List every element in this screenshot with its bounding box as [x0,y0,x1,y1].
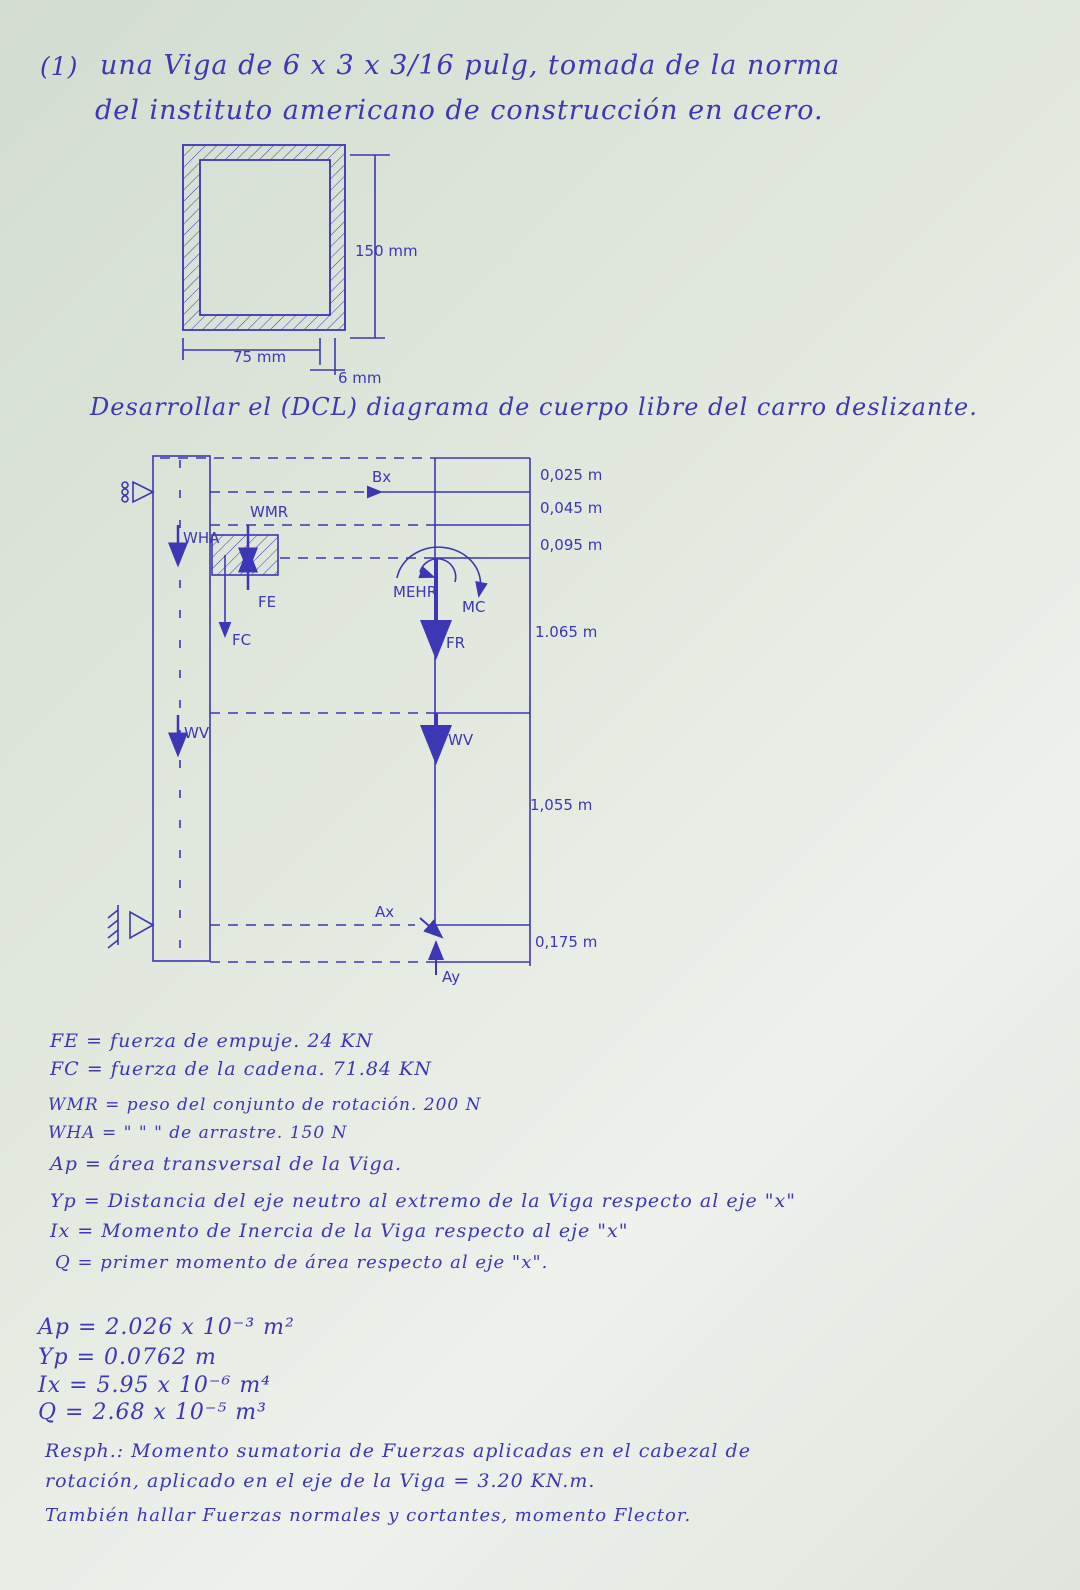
label-wv-right: WV [448,731,474,749]
legend-line: FC = fuerza de la cadena. 71.84 KN [50,1058,432,1080]
section-width-label: 75 mm [233,348,286,366]
section-thickness-label: 6 mm [338,369,382,387]
result-q: Q = 2.68 x 10⁻⁵ m³ [38,1400,267,1425]
problem-number-value: 1 [50,52,68,81]
free-body-diagram [107,455,531,975]
label-mehr: MEHR [393,583,437,601]
dim-4: 1.065 m [535,623,597,641]
label-ay: Ay [442,968,460,986]
label-wv-left: WV [184,724,210,742]
label-fr: FR [446,634,465,652]
dim-5: 1,055 m [530,796,592,814]
dim-2: 0,045 m [540,499,602,517]
answer-line: Resph.: Momento sumatoria de Fuerzas apl… [45,1440,751,1462]
header-line-2: del instituto americano de construcción … [95,95,824,126]
dim-6: 0,175 m [535,933,597,951]
legend-line: WHA = " " " de arrastre. 150 N [48,1123,348,1143]
dim-3: 0,095 m [540,536,602,554]
result-ix: Ix = 5.95 x 10⁻⁶ m⁴ [38,1373,271,1398]
legend-line: FE = fuerza de empuje. 24 KN [50,1030,374,1052]
legend-line: Ap = área transversal de la Viga. [50,1153,403,1175]
legend-line: Q = primer momento de área respecto al e… [55,1252,549,1273]
drawing: 150 mm 75 mm 6 mm [107,144,602,986]
legend-line: WMR = peso del conjunto de rotación. 200… [48,1095,482,1115]
result-ap: Ap = 2.026 x 10⁻³ m² [38,1315,295,1340]
answer-line: También hallar Fuerzas normales y cortan… [45,1505,692,1526]
label-fc: FC [232,631,251,649]
label-wmr: WMR [250,503,288,521]
label-wha: WHA [183,529,220,547]
legend-line: Yp = Distancia del eje neutro al extremo… [50,1190,796,1212]
legend-line: Ix = Momento de Inercia de la Viga respe… [50,1220,629,1242]
label-ax: Ax [375,903,394,921]
label-fe: FE [258,593,276,611]
dim-1: 0,025 m [540,466,602,484]
problem-number: (1) [40,52,79,81]
result-yp: Yp = 0.0762 m [38,1345,217,1370]
answer-line: rotación, aplicado en el eje de la Viga … [45,1470,596,1492]
cross-section [182,144,390,375]
instruction: Desarrollar el (DCL) diagrama de cuerpo … [90,393,978,421]
label-mc: MC [462,598,485,616]
section-height-label: 150 mm [355,242,418,260]
header-line-1: una Viga de 6 x 3 x 3/16 pulg, tomada de… [100,50,841,81]
label-bx: Bx [372,468,391,486]
